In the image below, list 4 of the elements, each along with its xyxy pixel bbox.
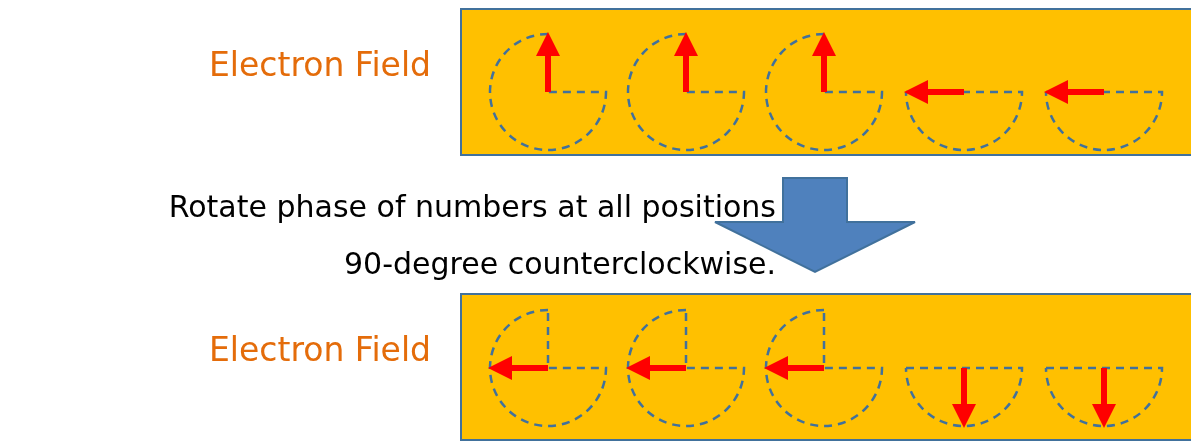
field-label: Electron Field (208, 329, 431, 371)
edge-label: Rotate phase of numbers at all positions 90-degree counterclockwise. (167, 188, 776, 283)
block-arrow (714, 177, 916, 274)
field-label: Electron Field (208, 44, 431, 86)
